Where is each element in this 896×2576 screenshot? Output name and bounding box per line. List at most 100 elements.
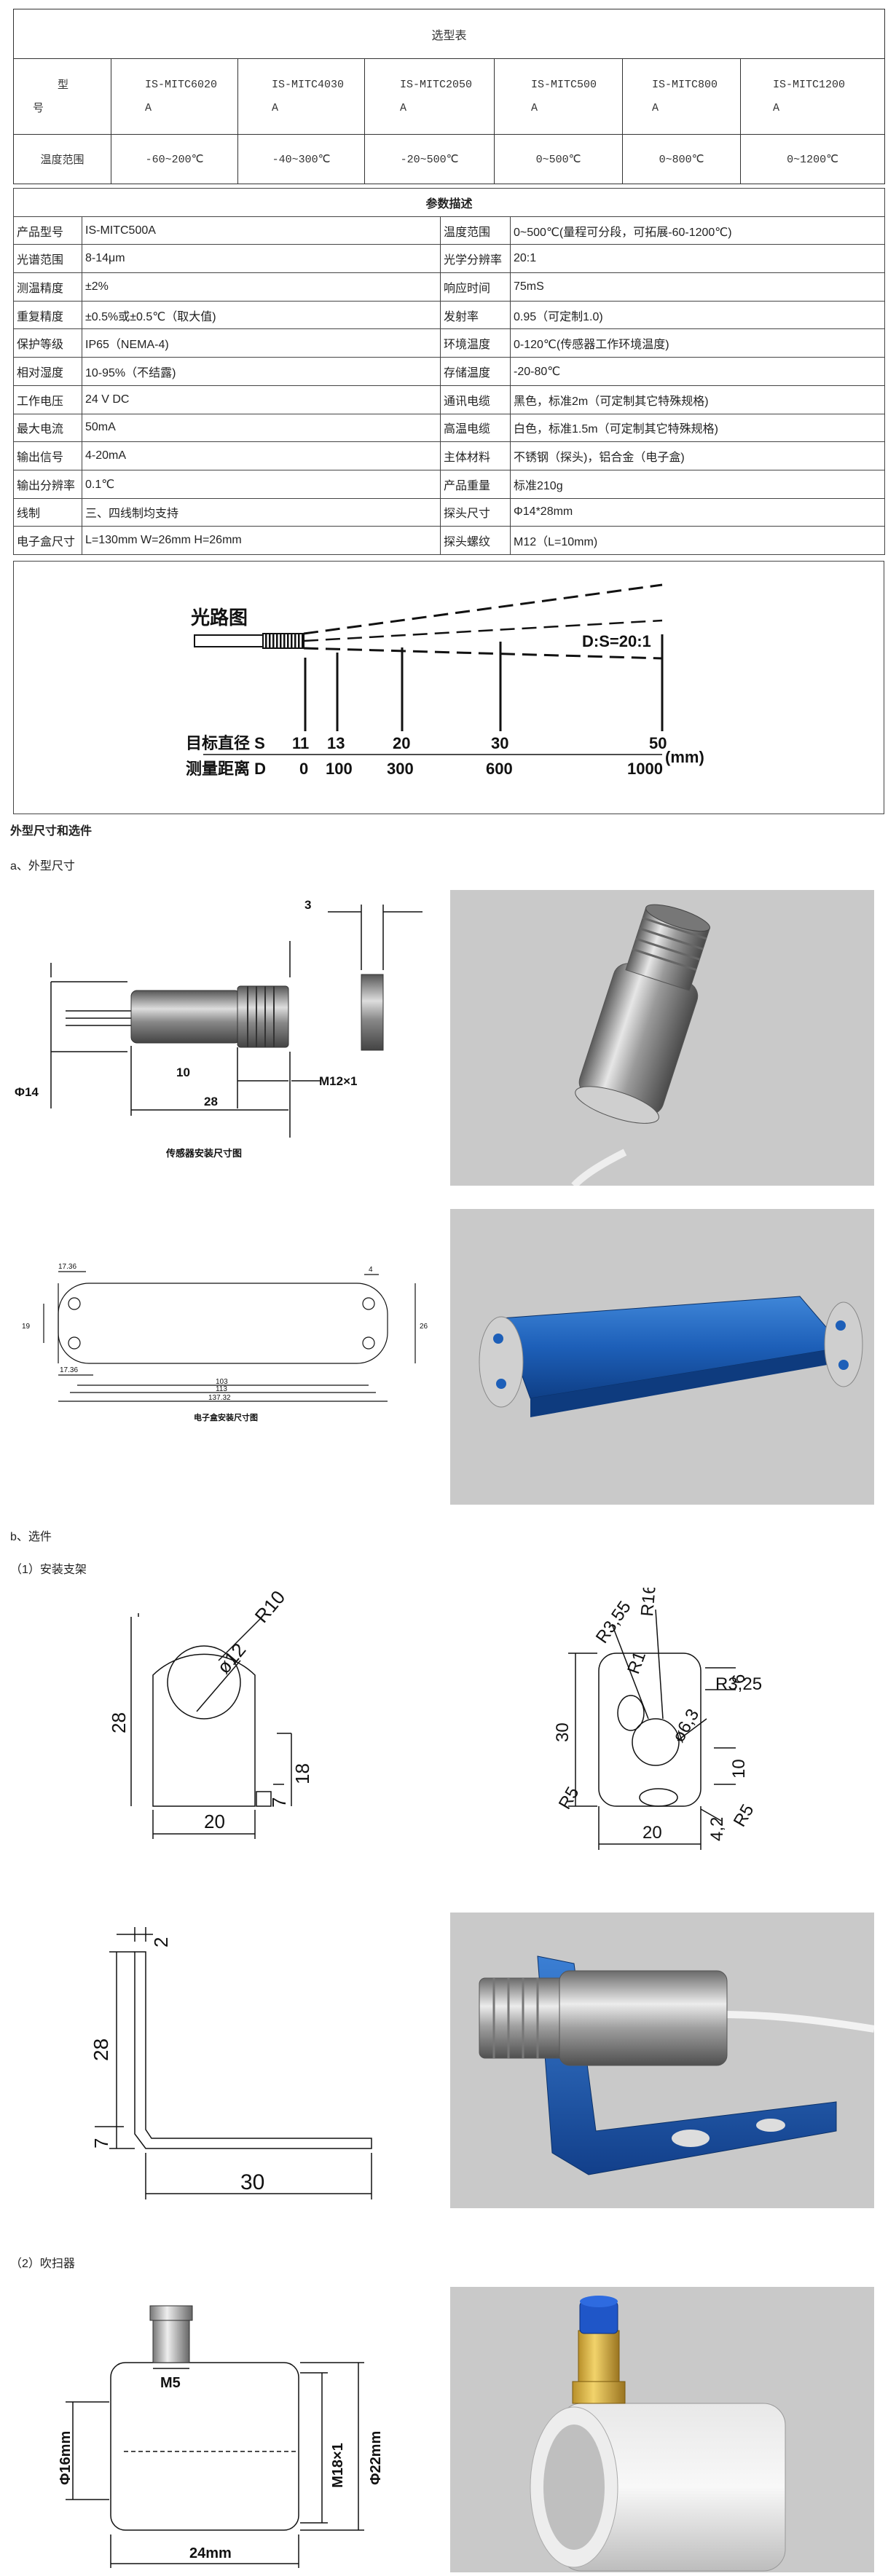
dim-28: 28: [204, 1095, 218, 1108]
bracket-front-drawing: R10 ø12 28 18 7 20: [108, 1588, 313, 1839]
range-cell: -60~200℃: [111, 134, 238, 184]
param-value: 不锈钢（探头)，铝合金（电子盒): [509, 441, 886, 470]
model-name: IS-MITC1200: [773, 78, 846, 91]
bracket-label: （1）安装支架: [10, 1564, 87, 1576]
dim-24: 24mm: [189, 2545, 232, 2561]
dim-17-36-bottom: 17.36: [60, 1366, 78, 1374]
dimensions-heading: 外型尺寸和选件: [10, 825, 93, 838]
beam-upper: [303, 583, 663, 635]
param-value: 75mS: [509, 272, 886, 302]
param-key: 光学分辨率: [440, 244, 511, 274]
param-value: 50mA: [82, 413, 441, 443]
dim-r5-right: R5: [730, 1801, 758, 1830]
dim-r5-left: R5: [555, 1784, 583, 1813]
dim-6: 6: [729, 1674, 749, 1684]
electronic-box-drawing: 17.36 19 4 26 17.36 103 113 137.32 电子盒安装…: [22, 1263, 428, 1422]
param-key: 通讯电缆: [440, 385, 511, 414]
dim-m5: M5: [160, 2375, 181, 2391]
dim-phi16: Φ16mm: [58, 2431, 74, 2485]
d-value: 100: [326, 760, 353, 778]
probe-nut: [361, 974, 384, 1051]
param-value: 三、四线制均支持: [82, 497, 441, 527]
probe-body: [130, 990, 241, 1044]
sensor-body: [194, 634, 264, 647]
param-key: 输出信号: [13, 441, 82, 470]
param-value: ±2%: [82, 272, 441, 302]
outline-dimensions-label: a、外型尺寸: [10, 860, 75, 873]
electronic-box-photo: [450, 1209, 874, 1505]
param-key: 主体材料: [440, 441, 511, 470]
param-value: 10-95%（不结露): [82, 357, 441, 386]
dim-10: 10: [729, 1759, 749, 1779]
param-value: Φ14*28mm: [509, 497, 886, 527]
s-value: 11: [292, 734, 309, 752]
param-value: 4-20mA: [82, 441, 441, 470]
unit-label: (mm): [665, 748, 704, 766]
dim-4: 4: [369, 1266, 373, 1274]
dim-phi22: Φ22mm: [368, 2431, 384, 2485]
param-value: 0-120℃(传感器工作环境温度): [509, 328, 886, 358]
param-key: 高温电缆: [440, 413, 511, 443]
s-value: 20: [393, 734, 410, 752]
box-drawing-caption: 电子盒安装尺寸图: [194, 1412, 258, 1422]
model-name: IS-MITC6020: [145, 78, 218, 91]
light-path-title: 光路图: [190, 607, 248, 629]
purger-fitting-cap: [149, 2305, 193, 2321]
param-key: 存储温度: [440, 357, 511, 386]
s-value: 50: [649, 734, 667, 752]
probe-thread: [237, 985, 289, 1048]
sensor-head: [262, 633, 304, 649]
dim-137-32: 137.32: [208, 1394, 231, 1402]
d-value: 1000: [627, 760, 663, 778]
param-key: 最大电流: [13, 413, 82, 443]
dim-r3-25: R3,25: [715, 1674, 762, 1694]
dim-m18: M18×1: [330, 2443, 346, 2488]
param-value: 白色，标准1.5m（可定制其它特殊规格): [509, 413, 886, 443]
dim-r10: R10: [251, 1588, 290, 1627]
target-diameter-label: 目标直径 S: [186, 734, 265, 752]
param-value: 20:1: [509, 244, 886, 274]
range-cell: 0~500℃: [494, 134, 623, 184]
param-key: 电子盒尺寸: [13, 526, 82, 555]
param-key: 发射率: [440, 300, 511, 330]
bracket-side-drawing: 2 28 7 30: [90, 1927, 372, 2199]
param-value: ±0.5%或±0.5℃（取大值): [82, 300, 441, 330]
param-key: 光谱范围: [13, 244, 82, 274]
model-suffix: A: [400, 101, 407, 114]
selection-title: 选型表: [12, 9, 886, 59]
range-label: 温度范围: [13, 134, 111, 184]
param-value: 0.95（可定制1.0): [509, 300, 886, 330]
model-suffix: A: [773, 101, 780, 114]
dim-r3-55: R3,55: [592, 1597, 635, 1647]
dim-17-36-top: 17.36: [58, 1263, 76, 1271]
model-suffix: A: [531, 101, 538, 114]
param-value: 0.1℃: [82, 469, 441, 499]
model-label-2: 号: [33, 101, 44, 114]
dim-m12: M12×1: [319, 1074, 357, 1088]
param-value: IS-MITC500A: [82, 216, 441, 245]
param-key: 产品型号: [13, 216, 82, 245]
parameter-title: 参数描述: [12, 188, 886, 217]
air-purger-photo: [450, 2287, 874, 2572]
s-value: 13: [327, 734, 345, 752]
param-value: 黑色，标准2m（可定制其它特殊规格): [509, 385, 886, 414]
dim-30: 30: [240, 2170, 264, 2194]
beam-lower: [303, 647, 663, 660]
distance-label: 测量距离 D: [186, 760, 266, 778]
options-label: b、选件: [10, 1531, 52, 1543]
model-suffix: A: [652, 101, 659, 114]
dim-2: 2: [150, 1937, 172, 1947]
